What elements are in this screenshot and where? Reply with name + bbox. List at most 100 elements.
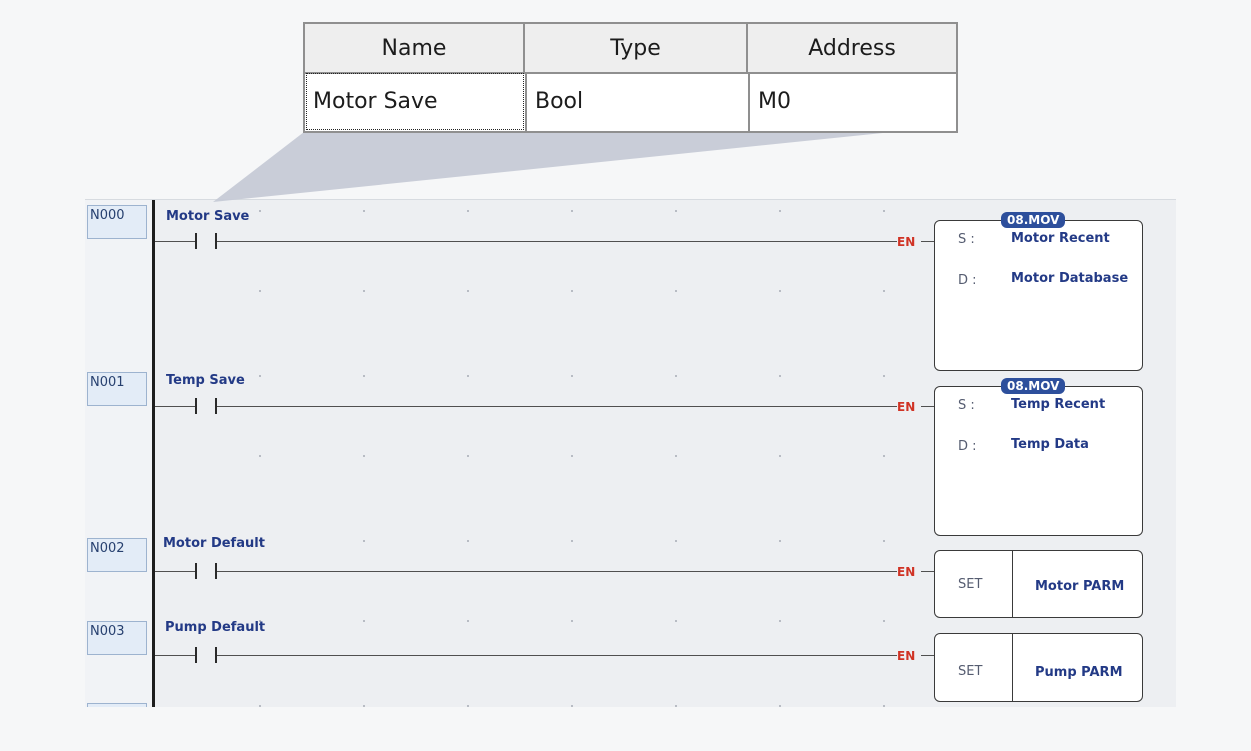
grid-dot	[259, 375, 261, 377]
contact-label: Pump Default	[165, 620, 266, 635]
en-label: EN	[897, 235, 916, 249]
left-power-rail	[152, 200, 155, 707]
grid-dot	[259, 705, 261, 707]
grid-dot	[467, 210, 469, 212]
grid-dot	[571, 540, 573, 542]
grid-dot	[675, 210, 677, 212]
set-op: SET	[958, 664, 983, 679]
grid-dot	[675, 290, 677, 292]
grid-dot	[571, 375, 573, 377]
column-header-address[interactable]: Address	[746, 24, 956, 72]
contact-label: Temp Save	[166, 373, 245, 388]
column-header-type[interactable]: Type	[523, 24, 746, 72]
destination-key: D :	[958, 439, 977, 454]
grid-dot	[779, 620, 781, 622]
destination-key: D :	[958, 273, 977, 288]
grid-dot	[675, 705, 677, 707]
grid-dot	[779, 375, 781, 377]
grid-dot	[571, 705, 573, 707]
grid-dot	[467, 375, 469, 377]
grid-dot	[883, 620, 885, 622]
variable-table-header: Name Type Address	[305, 24, 956, 74]
column-header-name[interactable]: Name	[381, 35, 447, 61]
grid-dot	[467, 455, 469, 457]
rung-number[interactable]: N001	[87, 372, 147, 406]
normally-open-contact-icon[interactable]	[195, 647, 217, 663]
grid-dot	[883, 210, 885, 212]
cell-address[interactable]: M0	[748, 72, 956, 131]
grid-dot	[259, 210, 261, 212]
grid-dot	[883, 705, 885, 707]
grid-dot	[363, 705, 365, 707]
contact-label: Motor Save	[166, 209, 250, 224]
destination-operand[interactable]: Temp Data	[1011, 437, 1089, 452]
block-divider	[1012, 551, 1013, 617]
wire	[155, 655, 195, 656]
grid-dot	[675, 455, 677, 457]
normally-open-contact-icon[interactable]	[195, 233, 217, 249]
grid-dot	[779, 705, 781, 707]
grid-dot	[467, 620, 469, 622]
grid-dot	[571, 290, 573, 292]
normally-open-contact-icon[interactable]	[195, 563, 217, 579]
wire	[155, 406, 195, 407]
variable-table: Name Type Address Motor Save Bool M0	[303, 22, 958, 133]
wire	[217, 571, 897, 572]
rung-number[interactable]: N002	[87, 538, 147, 572]
wire	[155, 241, 195, 242]
grid-dot	[363, 455, 365, 457]
destination-operand[interactable]: Motor Database	[1011, 271, 1129, 286]
wire	[217, 241, 897, 242]
grid-dot	[779, 540, 781, 542]
grid-dot	[883, 455, 885, 457]
grid-dot	[883, 375, 885, 377]
function-tag: 08.MOV	[1001, 378, 1066, 394]
grid-dot	[363, 375, 365, 377]
wire	[155, 571, 195, 572]
cell-type[interactable]: Bool	[525, 72, 748, 131]
rung-number[interactable]: N000	[87, 205, 147, 239]
ladder-editor[interactable]: N000 Motor Save EN 08.MOV S : Motor Rece…	[85, 199, 1176, 707]
wire	[921, 571, 934, 572]
grid-dot	[883, 540, 885, 542]
en-label: EN	[897, 649, 916, 663]
source-key: S :	[958, 232, 975, 247]
cell-name[interactable]: Motor Save	[306, 73, 524, 130]
grid-dot	[779, 210, 781, 212]
grid-dot	[779, 290, 781, 292]
grid-dot	[571, 620, 573, 622]
grid-dot	[467, 290, 469, 292]
grid-dot	[363, 620, 365, 622]
grid-dot	[259, 290, 261, 292]
mov-function-block[interactable]: 08.MOV S : Motor Recent D : Motor Databa…	[934, 212, 1143, 371]
block-divider	[1012, 634, 1013, 701]
grid-dot	[675, 620, 677, 622]
grid-dot	[467, 540, 469, 542]
wire	[921, 406, 934, 407]
mov-function-block[interactable]: 08.MOV S : Temp Recent D : Temp Data	[934, 378, 1143, 536]
grid-dot	[675, 540, 677, 542]
set-operand[interactable]: Pump PARM	[1035, 665, 1123, 680]
set-operand[interactable]: Motor PARM	[1035, 579, 1125, 594]
source-operand[interactable]: Motor Recent	[1011, 231, 1110, 246]
set-function-block[interactable]: SET Pump PARM	[934, 633, 1143, 702]
source-operand[interactable]: Temp Recent	[1011, 397, 1106, 412]
function-tag: 08.MOV	[1001, 212, 1066, 228]
grid-dot	[467, 705, 469, 707]
table-row[interactable]: Motor Save Bool M0	[305, 72, 956, 131]
wire	[217, 406, 897, 407]
set-op: SET	[958, 577, 983, 592]
set-function-block[interactable]: SET Motor PARM	[934, 550, 1143, 618]
normally-open-contact-icon[interactable]	[195, 398, 217, 414]
grid-dot	[259, 620, 261, 622]
grid-dot	[259, 540, 261, 542]
rung-number-next[interactable]	[87, 703, 147, 707]
grid-dot	[363, 540, 365, 542]
source-key: S :	[958, 398, 975, 413]
en-label: EN	[897, 400, 916, 414]
grid-dot	[675, 375, 677, 377]
grid-dot	[779, 455, 781, 457]
grid-dot	[363, 210, 365, 212]
rung-number[interactable]: N003	[87, 621, 147, 655]
